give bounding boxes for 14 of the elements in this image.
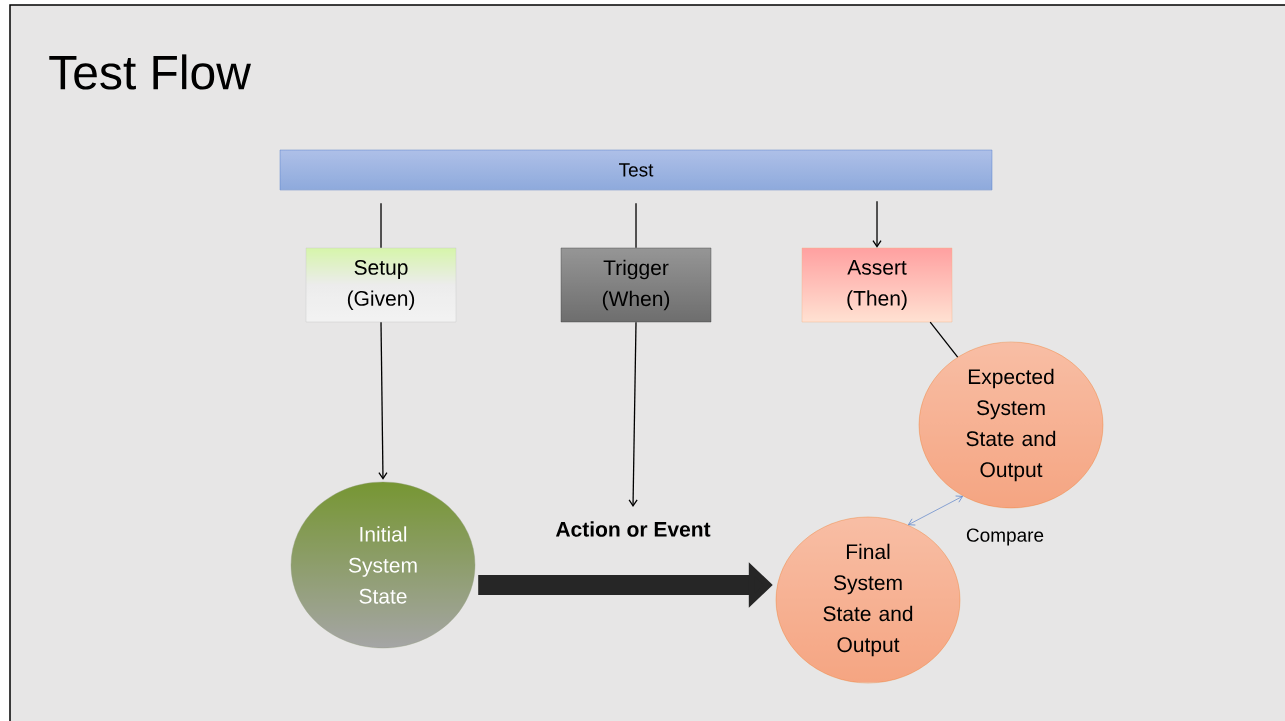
process-box: Assert (Then) — [801, 247, 953, 323]
slide-title: Test Flow — [49, 54, 251, 90]
process-box: Setup (Given) — [305, 247, 457, 323]
edge-label: Compare — [963, 526, 1047, 548]
arrow — [908, 495, 963, 526]
header-bar: Test — [279, 149, 993, 191]
arrow — [872, 200, 882, 248]
connector-line — [380, 202, 382, 249]
arrow — [628, 321, 638, 508]
edge-target-text: Action or Event — [555, 521, 711, 537]
arrow — [378, 321, 388, 480]
process-box: Trigger (When) — [560, 247, 712, 323]
connector-line — [635, 202, 637, 249]
connector-line — [929, 321, 959, 358]
